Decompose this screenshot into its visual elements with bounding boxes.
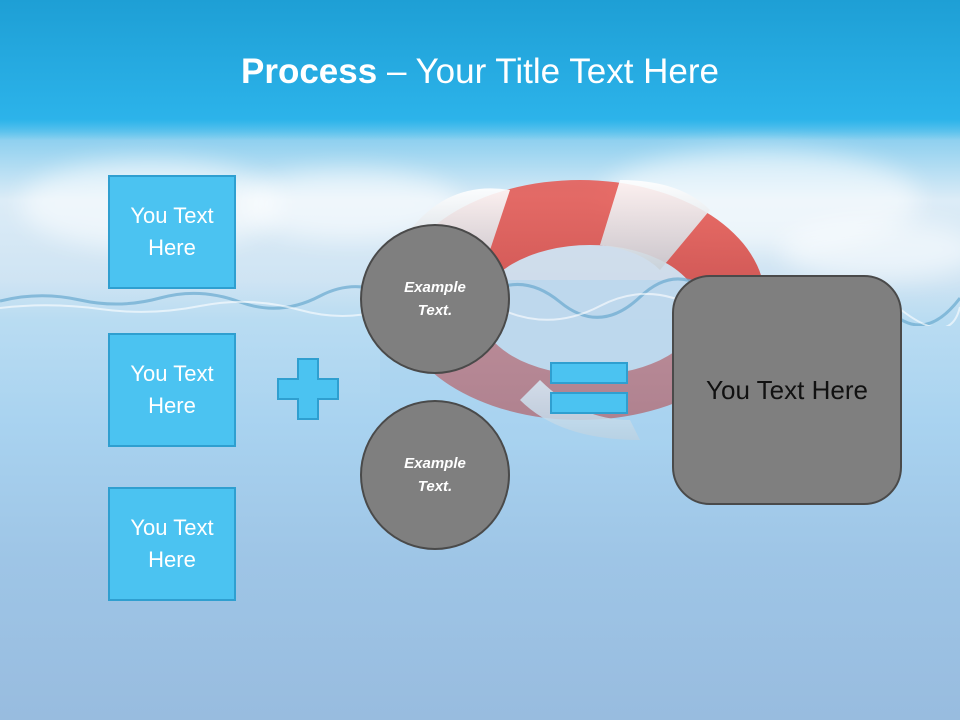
equals-icon (550, 362, 628, 414)
result-label: You Text Here (706, 374, 868, 405)
title-bold: Process (241, 52, 378, 91)
input-box-3: You Text Here (108, 487, 236, 601)
input-box-2: You Text Here (108, 333, 236, 447)
circle-label: Example Text. (404, 279, 466, 319)
example-circle-2: Example Text. (360, 400, 510, 550)
cloud (780, 220, 960, 280)
input-box-label: You Text Here (130, 203, 214, 260)
title-band (0, 0, 960, 140)
result-box: You Text Here (672, 275, 902, 505)
slide-title: Process – Your Title Text Here (0, 52, 960, 92)
example-circle-1: Example Text. (360, 224, 510, 374)
input-box-label: You Text Here (130, 515, 214, 572)
title-rest: – Your Title Text Here (377, 52, 719, 91)
plus-icon (277, 358, 339, 420)
input-box-1: You Text Here (108, 175, 236, 289)
input-box-label: You Text Here (130, 361, 214, 418)
circle-label: Example Text. (404, 455, 466, 495)
